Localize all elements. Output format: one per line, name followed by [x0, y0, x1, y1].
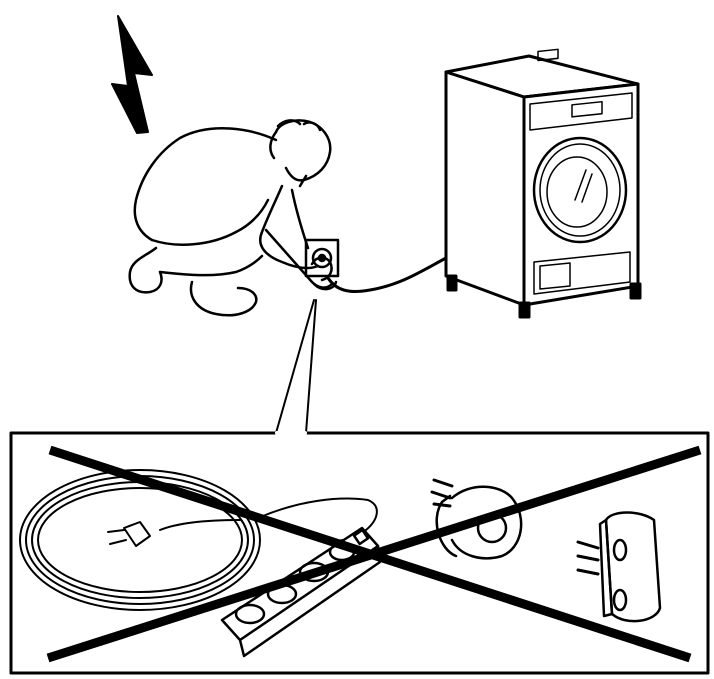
person	[128, 119, 338, 317]
extension-cord-reel-icon	[19, 469, 378, 611]
washing-machine-icon	[444, 48, 642, 319]
callout-line-left	[275, 299, 315, 434]
callout-line-right	[305, 299, 317, 434]
power-cord	[326, 256, 448, 293]
multi-socket-adapter-icon	[576, 511, 662, 623]
lightning-bolt-icon	[111, 15, 153, 134]
prohibited-x-mark	[46, 445, 702, 663]
